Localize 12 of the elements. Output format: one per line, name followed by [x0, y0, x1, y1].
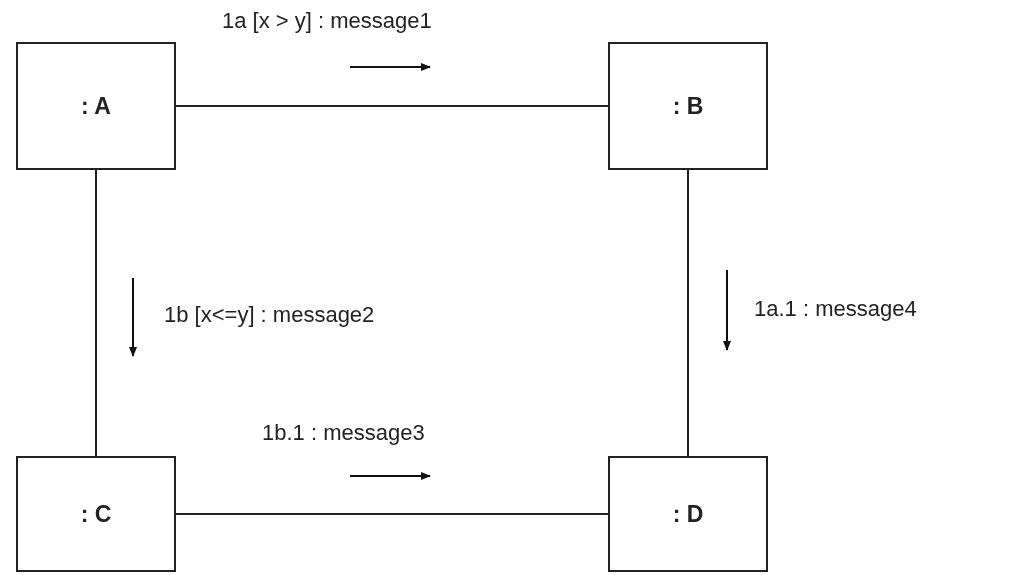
object-box [608, 42, 768, 170]
connector-line [687, 169, 689, 457]
connector-line [95, 169, 97, 457]
object-box [608, 456, 768, 572]
connector-line [175, 513, 609, 515]
object-name: : B [672, 92, 704, 120]
object-box [16, 42, 176, 170]
object-name: : A [81, 92, 111, 120]
object-name: : C [80, 500, 112, 528]
connector-line [175, 105, 609, 107]
object-name: : D [672, 500, 704, 528]
object-box [16, 456, 176, 572]
